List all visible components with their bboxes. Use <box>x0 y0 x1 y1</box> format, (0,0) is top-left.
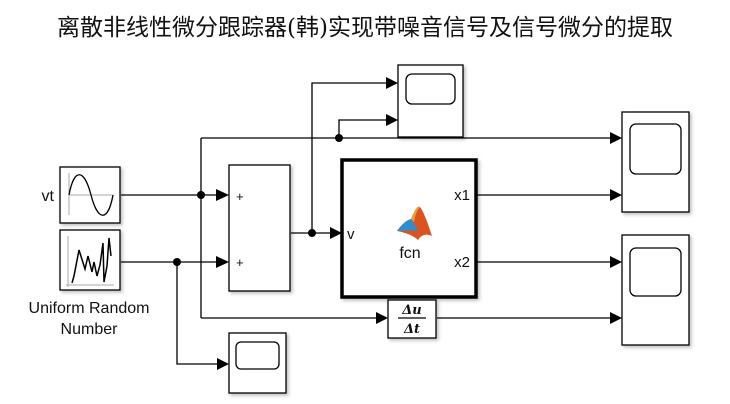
arrowhead <box>386 77 398 89</box>
scope-screen-icon <box>629 123 682 175</box>
arrowhead <box>610 256 622 268</box>
arrowhead <box>330 227 342 239</box>
junction-dot <box>335 134 343 142</box>
arrowhead <box>216 256 229 268</box>
random-block-name-line1: Uniform Random <box>29 300 150 317</box>
arrowhead <box>610 132 622 144</box>
junction-dot <box>308 229 316 237</box>
random-signal-icon <box>71 237 112 284</box>
sine-wave-icon <box>68 174 114 216</box>
sum-port-1-sign: + <box>236 189 244 204</box>
junction-dot <box>173 258 181 266</box>
scope-screen-icon <box>629 247 682 297</box>
uniform-random-block[interactable] <box>59 229 121 291</box>
arrowhead <box>610 189 622 201</box>
sine-wave-block[interactable] <box>59 166 121 224</box>
arrowheads <box>216 77 622 370</box>
matlab-logo-icon <box>397 206 432 240</box>
random-block-name-line2: Number <box>61 321 119 338</box>
arrowhead <box>610 312 622 324</box>
scope-top[interactable] <box>397 64 464 138</box>
diagram-title: 离散非线性微分跟踪器(韩)实现带噪音信号及信号微分的提取 <box>57 15 673 41</box>
matlab-output-port-x2: x2 <box>454 254 470 271</box>
scope-bottom[interactable] <box>228 332 287 394</box>
matlab-function-label: fcn <box>399 245 420 262</box>
arrowhead <box>216 189 229 201</box>
scope-right-2[interactable] <box>621 234 690 346</box>
scope-screen-icon <box>235 341 280 370</box>
arrowhead <box>376 312 388 324</box>
line-sine-to-scope-top[interactable] <box>338 119 387 138</box>
arrowhead <box>217 358 229 370</box>
line-sum-to-scope-top[interactable] <box>311 82 387 233</box>
derivative-denominator: Δt <box>403 322 420 337</box>
junctions <box>173 134 343 266</box>
sine-block-name: vt <box>42 188 55 205</box>
derivative-numerator: Δu <box>401 303 422 318</box>
scope-right-1[interactable] <box>621 111 690 213</box>
derivative-block[interactable] <box>387 299 437 339</box>
sum-port-2-sign: + <box>236 255 244 270</box>
matlab-output-port-x1: x1 <box>454 187 470 204</box>
sum-block[interactable] <box>228 164 291 292</box>
junction-dot <box>197 191 205 199</box>
signal-lines <box>121 82 611 365</box>
scope-screen-icon <box>405 73 456 105</box>
matlab-input-port-v: v <box>347 226 355 243</box>
line-random-to-scope-bottom[interactable] <box>176 262 218 365</box>
arrowhead <box>386 114 398 126</box>
